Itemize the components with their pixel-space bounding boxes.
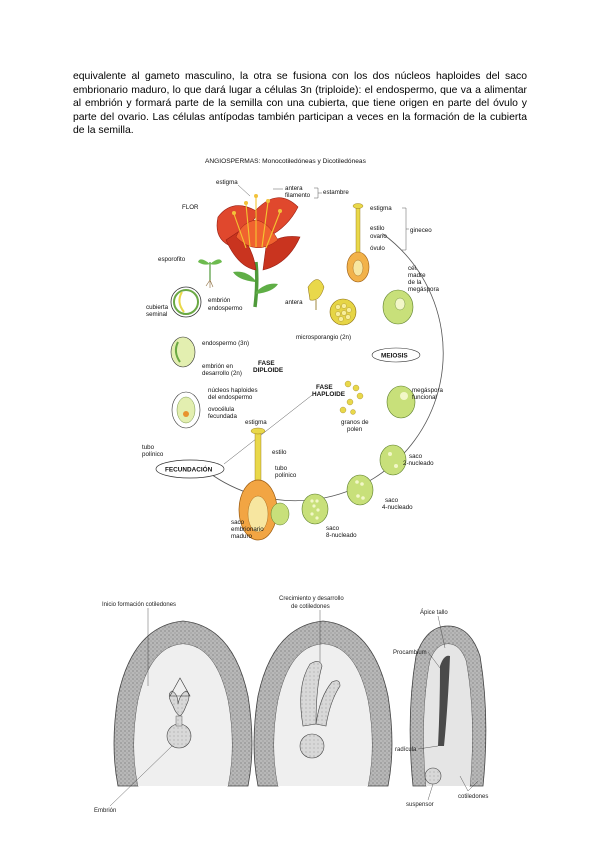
label-embrion-fig2: Embrión <box>94 808 116 814</box>
label-cubierta: cubierta <box>146 304 169 311</box>
label-saco-8: saco <box>326 525 340 532</box>
megaspore-mother-cell <box>382 289 414 325</box>
label-cel: cél. <box>408 265 418 272</box>
label-filamento: filamento <box>285 192 311 199</box>
label-tubo-3: tubo <box>275 465 288 472</box>
label-endospermo-3n: endospermo (3n) <box>202 340 249 347</box>
label-apice-tallo: Ápice tallo <box>420 609 448 616</box>
label-fecundada: fecundada <box>208 413 237 420</box>
label-de-la: de la <box>408 279 422 286</box>
label-radicula: radícula <box>395 747 417 753</box>
label-tubo: tubo <box>142 444 155 451</box>
gynoecium-illustration <box>346 203 370 283</box>
label-crecimiento: Crecimiento y desarrollo <box>279 596 344 602</box>
label-seminal: seminal <box>146 311 167 318</box>
embryo-development-figure: Inicio formación cotiledones Embrión Cre… <box>94 596 488 814</box>
meiosis-badge: MEIOSIS <box>371 347 421 363</box>
flower-illustration <box>216 194 301 308</box>
label-estigma: estigma <box>216 179 238 186</box>
label-fecundacion: FECUNDACIÓN <box>165 465 213 474</box>
label-suspensor: suspensor <box>406 802 434 808</box>
label-megaspora-funcional: megáspora <box>412 387 444 394</box>
label-estilo-2: estilo <box>272 449 287 456</box>
label-polinico: polínico <box>142 451 164 458</box>
mature-embryo-sac <box>270 502 290 526</box>
fertilization-badge: FECUNDACIÓN <box>155 459 225 479</box>
seed-illustration <box>170 286 202 318</box>
pollen-grains <box>339 380 364 415</box>
label-meiosis: MEIOSIS <box>381 353 408 360</box>
angiosperm-life-cycle-figure: ANGIOSPERMAS: Monocotiledóneas y Dicotil… <box>142 158 444 541</box>
label-esporofito: esporofito <box>158 256 186 263</box>
label-granos: granos de <box>341 419 369 426</box>
sporophyte-seedling <box>198 259 222 288</box>
label-saco-4: saco <box>385 497 399 504</box>
label-inicio-cotiledones: Inicio formación cotiledones <box>102 602 176 608</box>
label-de-cotiledones: de cotiledones <box>291 604 330 610</box>
embryo-stage-1 <box>113 620 253 787</box>
label-ovario: ovario <box>370 233 387 240</box>
label-ovulo: óvulo <box>370 245 385 252</box>
label-maduro: maduro <box>231 533 253 540</box>
label-nucleos: núcleos haploides <box>208 387 258 394</box>
sac-4-nucleate <box>346 474 374 506</box>
functional-megaspore <box>386 385 416 419</box>
label-saco-2: saco <box>409 453 423 460</box>
label-8-nucleado: 8-nucleado <box>326 532 357 539</box>
embryo-stage-2 <box>253 620 393 787</box>
label-ovocelula: ovocélula <box>208 406 235 413</box>
label-estambre: estambre <box>323 189 349 196</box>
label-embrionario: embrionario <box>231 526 264 533</box>
label-polen: polen <box>347 426 363 433</box>
label-4-nucleado: 4-nucleado <box>382 504 413 511</box>
embryo-stage-3 <box>409 625 487 787</box>
label-fase-diploide: FASE <box>258 360 275 367</box>
fertilized-ovule <box>171 391 201 429</box>
label-estigma-gineceo: estigma <box>370 205 392 212</box>
sac-8-nucleate <box>301 493 329 525</box>
label-megaspora: megáspora <box>408 286 440 293</box>
label-desarrollo-2n: desarrollo (2n) <box>202 370 242 377</box>
label-flor: FLOR <box>182 204 199 211</box>
body-paragraph: equivalente al gameto masculino, la otra… <box>73 71 527 137</box>
label-2-nucleado: 2-nucleado <box>403 460 434 467</box>
label-funcional: funcional <box>412 394 437 401</box>
anther-illustration <box>307 279 325 310</box>
label-estigma-3: estigma <box>245 419 267 426</box>
pistil-pollen-tube <box>238 427 278 541</box>
label-antera-2: antera <box>285 299 303 306</box>
label-del-endospermo: del endospermo <box>208 394 253 401</box>
label-polinico-2: polínico <box>275 472 297 479</box>
developing-seed-1 <box>170 336 196 368</box>
label-antera: antera <box>285 185 303 192</box>
microsporangium-illustration <box>329 298 357 326</box>
sac-2-nucleate <box>379 444 407 476</box>
label-endospermo: endospermo <box>208 305 243 312</box>
label-madre: madre <box>408 272 426 279</box>
label-diploide: DIPLOIDE <box>253 367 284 374</box>
label-embrion: embrión <box>208 297 231 304</box>
label-microsporangio: microsporangio (2n) <box>296 334 351 341</box>
label-haploide: HAPLOIDE <box>312 391 346 398</box>
label-procambium: Procambium <box>393 650 427 656</box>
figure-title: ANGIOSPERMAS: Monocotiledóneas y Dicotil… <box>205 158 367 165</box>
label-estilo: estilo <box>370 225 385 232</box>
label-cotiledones: cotiledones <box>458 794 488 800</box>
label-fase-haploide: FASE <box>316 384 333 391</box>
label-saco-emb: saco <box>231 519 245 526</box>
label-gineceo: gineceo <box>410 227 432 234</box>
label-embrion-desarrollo: embrión en <box>202 363 234 370</box>
